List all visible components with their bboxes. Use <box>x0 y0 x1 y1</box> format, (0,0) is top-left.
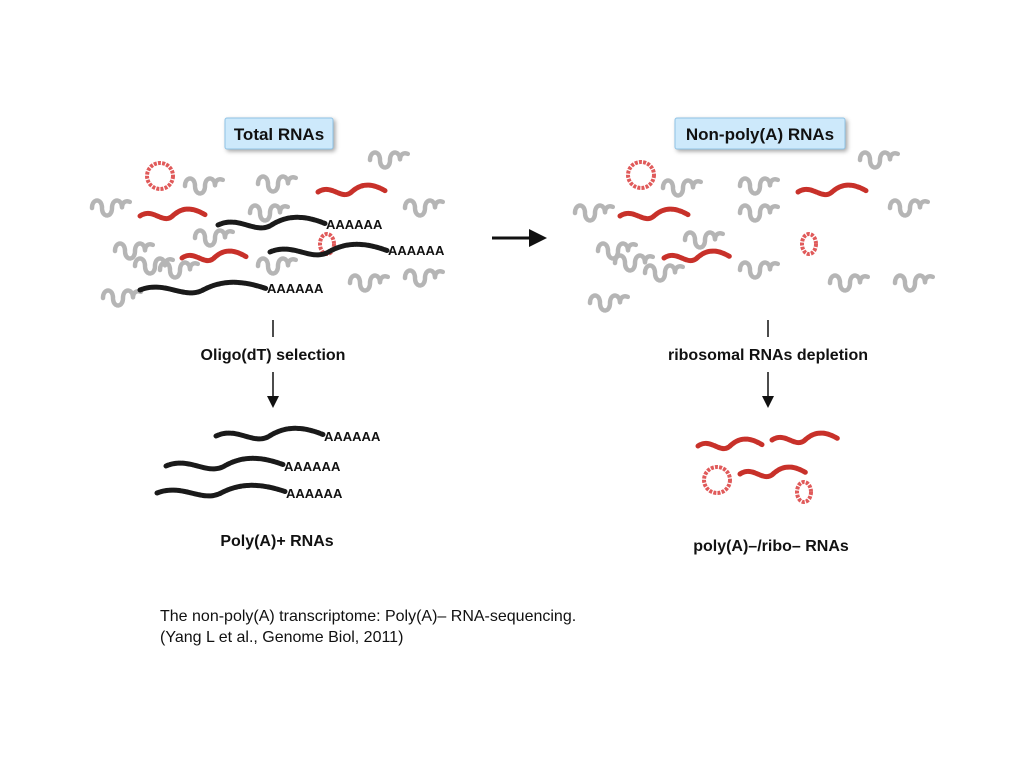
result-polya-tail-label: AAAAAA <box>284 459 341 474</box>
right-non-polya-rna-cluster <box>617 160 869 264</box>
non-polya-rna-strand <box>737 464 809 480</box>
circular-rna-icon <box>702 465 732 495</box>
ribosomal-rna-icon <box>737 176 781 196</box>
ribosomal-rna-icon <box>892 273 936 293</box>
ribosomal-rna-icon <box>402 268 446 288</box>
polya-tail-label: AAAAAA <box>267 281 324 296</box>
ribosomal-rna-icon <box>595 241 639 261</box>
ribosomal-depletion-label: ribosomal RNAs depletion <box>668 347 868 364</box>
ribosomal-rna-icon <box>857 150 901 170</box>
ribosomal-rna-icon <box>402 198 446 218</box>
total-rnas-title-box <box>224 117 334 150</box>
non-polya-rna-strand <box>617 206 691 222</box>
polya-rna-strand <box>163 455 286 472</box>
ribosomal-rna-icon <box>737 260 781 280</box>
caption-line-2: (Yang L et al., Genome Biol, 2011) <box>160 629 404 646</box>
ribosomal-rna-icon <box>89 198 133 218</box>
ribosomal-rna-icon <box>642 263 686 283</box>
total-rnas-title-text: Total RNAs <box>234 125 324 144</box>
ribosomal-rna-icon <box>182 176 226 196</box>
polya-rna-strand <box>137 279 269 296</box>
figure-caption: The non-poly(A) transcriptome: Poly(A)– … <box>160 606 576 648</box>
non-polya-rna-strand <box>695 436 765 452</box>
ribosomal-rna-icon <box>737 203 781 223</box>
left-non-polya-rna-cluster <box>137 161 388 264</box>
ribosomal-rna-icon <box>347 273 391 293</box>
non-polya-rna-strand <box>795 182 869 198</box>
right-ribosomal-rna-cluster <box>572 150 936 313</box>
circular-rna-icon <box>795 480 813 504</box>
ribosomal-rna-icon <box>157 260 201 280</box>
result-polya-tail-label: AAAAAA <box>286 486 343 501</box>
left-ribosomal-rna-cluster <box>89 150 446 308</box>
polya-plus-rnas-label: Poly(A)+ RNAs <box>220 533 333 550</box>
non-polya-rnas-title-box <box>674 117 846 150</box>
non-polya-rna-strand <box>661 248 733 264</box>
polya-minus-ribo-minus-label: poly(A)–/ribo– RNAs <box>693 538 849 555</box>
polya-rna-strand <box>215 214 328 231</box>
polya-plus-rna-result <box>154 425 326 499</box>
ribosomal-rna-icon <box>887 198 931 218</box>
ribosomal-rna-icon <box>660 178 704 198</box>
circular-rna-icon <box>145 161 175 191</box>
ribosomal-rna-icon <box>247 203 291 223</box>
ribosomal-rna-icon <box>132 256 176 276</box>
polya-rna-strand <box>154 482 288 499</box>
result-polya-tail-label: AAAAAA <box>324 429 381 444</box>
ribosomal-rna-icon <box>100 288 144 308</box>
caption-line-1: The non-poly(A) transcriptome: Poly(A)– … <box>160 608 577 625</box>
ribosomal-rna-icon <box>255 174 299 194</box>
ribosomal-rna-icon <box>112 241 156 261</box>
ribosomal-rna-icon <box>612 253 656 273</box>
polya-tail-label: AAAAAA <box>326 217 383 232</box>
polya-rna-strand <box>213 425 326 442</box>
ribosomal-rna-icon <box>367 150 411 170</box>
non-polya-rna-strand <box>769 430 841 446</box>
non-polya-rnas-title-text: Non-poly(A) RNAs <box>686 125 834 144</box>
ribosomal-rna-icon <box>255 256 299 276</box>
circular-rna-icon <box>626 160 656 190</box>
ribosomal-rna-icon <box>572 203 616 223</box>
ribosomal-rna-icon <box>192 228 236 248</box>
left-polya-rna-cluster <box>137 214 390 296</box>
circular-rna-icon <box>800 232 818 256</box>
non-polya-rnas-title: Non-poly(A) RNAs <box>674 117 846 150</box>
polya-tail-label: AAAAAA <box>388 243 445 258</box>
oligo-dt-selection-label: Oligo(dT) selection <box>201 347 346 364</box>
ribosomal-rna-icon <box>827 273 871 293</box>
polya-minus-ribo-minus-rna-result <box>695 430 841 504</box>
non-polya-rna-strand <box>179 248 249 264</box>
total-rnas-title: Total RNAs <box>224 117 334 150</box>
ribosomal-rna-icon <box>587 293 631 313</box>
ribosomal-rna-icon <box>682 230 726 250</box>
non-polya-rna-strand <box>315 182 388 198</box>
polya-rna-strand <box>267 241 390 258</box>
non-polya-rna-strand <box>137 206 208 222</box>
